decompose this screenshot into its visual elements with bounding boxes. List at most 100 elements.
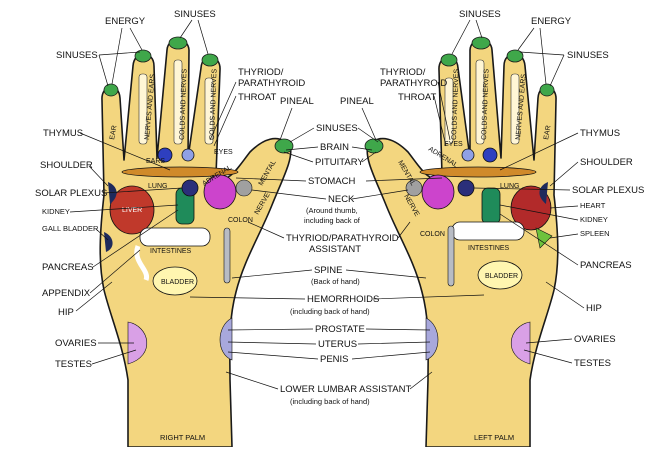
left-hand: NERVES AND EARS COLDS AND NERVES COLDS A… [364, 36, 559, 448]
left-bladder-label: BLADDER [485, 273, 518, 280]
center-pituitary-label: PITUITARY [315, 157, 364, 168]
left-hand-nail-ring [506, 49, 524, 63]
center-neck-leader [251, 189, 409, 200]
right-gall-bladder-leader [95, 228, 109, 241]
left-hand-nail-thumb [364, 138, 384, 154]
left-shoulder-leader [549, 161, 579, 187]
center-neck-note-1: (Around thumb, [306, 206, 358, 215]
right-intestine-loop [134, 245, 150, 281]
left-sinuses-side-leader [519, 51, 565, 87]
left-testes-leader [523, 349, 573, 364]
right-ring-strip [138, 73, 148, 145]
left-ovaries-zone [510, 321, 531, 365]
center-spine-label: SPINE [314, 265, 343, 276]
right-index-strip [204, 77, 214, 145]
left-lung-band [419, 166, 537, 178]
left-index-strip [444, 77, 454, 145]
right-pineal-label: PINEAL [280, 96, 314, 107]
right-sinuses-side-leader [98, 51, 141, 87]
right-testes-leader [91, 349, 137, 365]
right-liver-label: LIVER [122, 207, 142, 214]
left-colds-nerves-label: COLDS AND NERVES [481, 68, 490, 140]
center-neck-label: NECK [328, 194, 355, 205]
left-kidney-zone [481, 187, 501, 225]
left-eyes-zone [461, 148, 475, 162]
right-lung-label: LUNG [148, 183, 167, 190]
left-solar-plexus-leader [473, 187, 571, 191]
left-eyes-label: EYES [444, 141, 463, 148]
right-pancreas-leader [92, 209, 179, 268]
left-kidney-label: KIDNEY [580, 215, 608, 224]
left-middle-strip [475, 59, 485, 145]
right-eyes-label: EYES [214, 149, 233, 156]
left-bladder-zone [477, 260, 523, 290]
left-spleen-label: SPLEEN [580, 229, 610, 238]
left-thyroid-leader [433, 81, 451, 147]
center-spine-note: (Back of hand) [311, 277, 360, 286]
right-pancreas-label: PANCREAS [42, 262, 94, 273]
right-kidney-label: KIDNEY [42, 207, 70, 216]
center-thyroid-assistant-leader [247, 221, 411, 239]
right-kidney-leader [69, 204, 179, 213]
right-hand-nail-middle [168, 36, 188, 50]
right-colds-nerves-label-2: COLDS AND NERVES [209, 68, 218, 140]
left-throat-label: THROAT [398, 92, 437, 103]
right-hand-nail-little [103, 83, 119, 97]
right-ear-label: EAR [109, 125, 118, 140]
right-middle-strip [173, 59, 183, 145]
right-thyroid-label-1: THYRIOD/ [238, 67, 284, 78]
left-colds-nerves-label-2: COLDS AND NERVES [451, 68, 460, 140]
center-lumbar-label-2: (including back of hand) [290, 397, 370, 406]
right-intestines-zone [139, 227, 211, 247]
center-thyroid-assistant-2: ASSISTANT [309, 244, 361, 255]
right-hand-nail-thumb [274, 138, 294, 154]
right-eyes-zone [181, 148, 195, 162]
right-sinuses-side-label: SINUSES [56, 50, 98, 61]
right-bladder-zone [152, 266, 198, 296]
center-pituitary-leader [283, 151, 377, 163]
left-thyroid-label-1: THYRIOD/ [380, 67, 426, 78]
right-appendix-leader [89, 249, 141, 294]
right-thyroid-leader [209, 81, 237, 147]
left-hand-nail-middle [471, 36, 491, 50]
right-sinuses-top-label: SINUSES [174, 9, 216, 20]
right-thyroid-label-2: PARATHYROID [238, 78, 305, 89]
center-sinuses-leader [289, 127, 379, 143]
left-pancreas-leader [499, 213, 579, 266]
right-sinuses-top-leader [179, 19, 209, 55]
right-ovaries-label: OVARIES [55, 338, 97, 349]
left-lung-label: LUNG [500, 183, 519, 190]
left-thymus-leader [499, 132, 579, 171]
left-hand-nail-index [440, 53, 458, 67]
left-intestines-zone [451, 221, 525, 241]
right-prostate-zone [219, 317, 233, 361]
right-palm-caption: RIGHT PALM [160, 433, 205, 442]
left-intestines-label: INTESTINES [468, 245, 510, 252]
right-shoulder-leader [88, 165, 109, 187]
right-solar-plexus-zone [181, 179, 199, 197]
right-energy-leader [111, 27, 143, 85]
right-solar-plexus-label: SOLAR PLEXUS [35, 188, 107, 199]
left-prostate-zone [425, 317, 439, 361]
right-energy-label: ENERGY [105, 16, 146, 27]
right-shoulder-zone [108, 182, 117, 204]
right-neck-zone [235, 179, 253, 197]
left-sinuses-top-label: SINUSES [459, 9, 501, 20]
center-prostate-label: PROSTATE [315, 324, 365, 335]
right-thymus-leader [79, 132, 171, 171]
right-gall-bladder-label: GALL BLADDER [42, 224, 99, 233]
right-thymus-label: THYMUS [43, 128, 83, 139]
right-pineal-leader [279, 107, 293, 141]
left-shoulder-zone [539, 182, 548, 204]
right-ovaries-zone [127, 321, 148, 365]
left-kidney-leader [499, 204, 579, 221]
left-thyroid-label-2: PARATHYROID [380, 78, 447, 89]
center-neck-note-2: including back of [304, 216, 361, 225]
left-sinuses-top-leader [451, 19, 483, 55]
center-spine-leader [231, 269, 427, 279]
center-uterus-label: UTERUS [318, 339, 357, 350]
left-colon-zone [447, 225, 455, 287]
left-heart-leader [549, 205, 579, 209]
